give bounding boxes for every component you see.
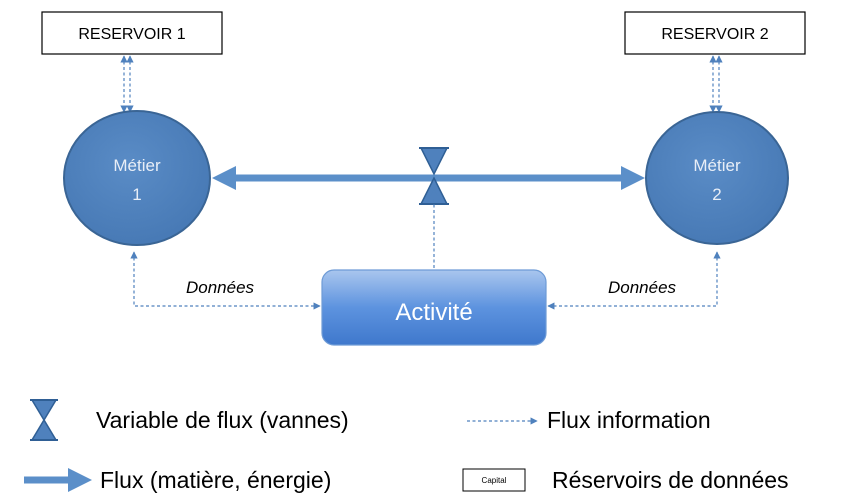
metier-2-label: Métier bbox=[693, 156, 741, 175]
reservoir-2: RESERVOIR 2 bbox=[624, 11, 806, 55]
reservoir-1-label: RESERVOIR 1 bbox=[78, 26, 185, 43]
reservoir-1-info-flow bbox=[120, 55, 134, 113]
metier-2-number: 2 bbox=[712, 185, 721, 204]
legend-reservoir-label: Réservoirs de données bbox=[552, 467, 789, 493]
metier-1: Métier 1 bbox=[63, 110, 211, 246]
activity-box: Activité bbox=[321, 269, 547, 346]
legend-capital-label: Capital bbox=[482, 476, 507, 485]
legend-capital-box bbox=[462, 468, 526, 492]
reservoir-2-info-flow bbox=[709, 55, 723, 113]
material-flow-arrow bbox=[212, 166, 645, 190]
reservoir-2-label: RESERVOIR 2 bbox=[661, 26, 768, 43]
data-label-right: Données bbox=[608, 278, 677, 297]
activity-label: Activité bbox=[395, 299, 472, 326]
legend: Variable de flux (vannes) Flux informati… bbox=[24, 399, 789, 493]
metier-1-label: Métier bbox=[113, 156, 161, 175]
data-label-left: Données bbox=[186, 278, 255, 297]
reservoir-1: RESERVOIR 1 bbox=[41, 11, 223, 55]
metier-1-data-flow bbox=[130, 251, 321, 310]
legend-valve-label: Variable de flux (vannes) bbox=[96, 407, 349, 433]
metier-2-data-flow bbox=[547, 251, 721, 310]
metier-2: Métier 2 bbox=[645, 111, 789, 245]
legend-info-label: Flux information bbox=[547, 407, 711, 433]
metier-1-number: 1 bbox=[132, 185, 141, 204]
legend-flow-label: Flux (matière, énergie) bbox=[100, 467, 331, 493]
legend-flow-arrow-icon bbox=[24, 468, 92, 492]
legend-valve-icon bbox=[30, 399, 58, 441]
